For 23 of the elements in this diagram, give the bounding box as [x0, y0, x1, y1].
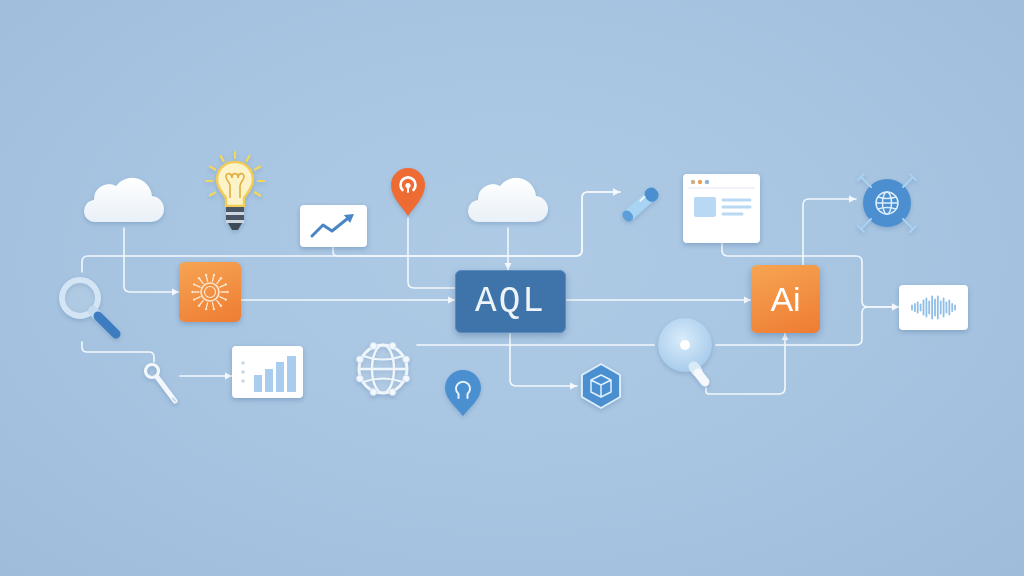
arrow [179, 372, 233, 380]
chart-card [300, 205, 367, 247]
process-tile [179, 262, 241, 322]
process-box [751, 265, 820, 333]
process-box [455, 270, 566, 333]
arrow [123, 227, 180, 296]
arrow [565, 296, 752, 304]
node-label: AQL [475, 283, 546, 320]
arrow [509, 332, 578, 390]
arrow [705, 332, 789, 395]
node-label: Ai [770, 282, 801, 316]
arrow [715, 303, 900, 346]
bar-chart-card [232, 346, 303, 398]
arrow [332, 188, 621, 257]
connector-line [416, 344, 655, 346]
map-pin-icon [389, 166, 427, 218]
globe-icon [856, 172, 918, 234]
browser-window-card [683, 174, 760, 243]
connector-line [407, 217, 456, 289]
arrow [802, 195, 857, 266]
arrow [504, 227, 512, 271]
waveform-card [899, 285, 968, 330]
arrow [240, 296, 456, 304]
